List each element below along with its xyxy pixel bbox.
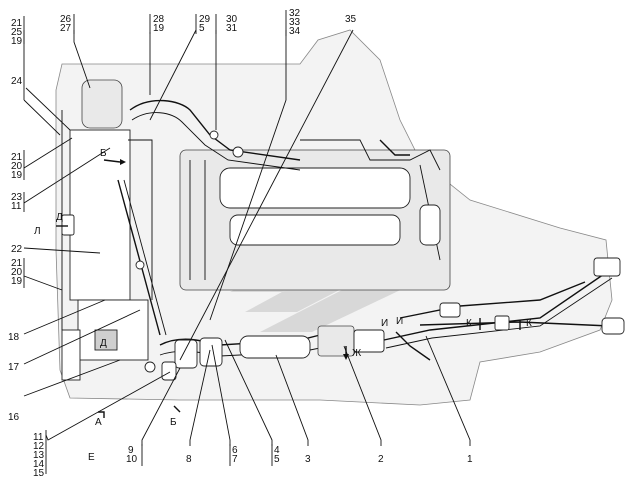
view-letter-i-2: И bbox=[396, 316, 403, 327]
view-letter-b-top: Б bbox=[100, 148, 107, 159]
callout-26: 26 bbox=[60, 14, 72, 25]
view-letter-k-2: К bbox=[526, 318, 532, 329]
view-letter-k-1: К bbox=[466, 318, 472, 329]
view-letter-b-bottom: Б bbox=[170, 417, 177, 428]
engine-block bbox=[179, 139, 451, 291]
upper-pipe bbox=[129, 99, 410, 171]
callout-35: 35 bbox=[345, 14, 357, 25]
view-arrows bbox=[56, 159, 521, 418]
view-letter-d: Д bbox=[56, 212, 63, 223]
view-letter-a: А bbox=[95, 417, 102, 428]
callout-11-a: 11 bbox=[11, 201, 22, 212]
callout-27: 27 bbox=[60, 23, 72, 34]
view-letter-zh: Ж bbox=[352, 348, 362, 359]
callout-23: 23 bbox=[11, 192, 23, 203]
callout-29: 29 bbox=[199, 14, 211, 25]
lower-pipes bbox=[144, 257, 625, 381]
callout-15: 15 bbox=[33, 468, 45, 479]
callout-21-a: 21 bbox=[11, 18, 23, 29]
view-letter-e: Е bbox=[88, 452, 95, 463]
radiator-stack bbox=[61, 79, 153, 381]
callout-18: 18 bbox=[8, 332, 20, 343]
callout-20-a: 20 bbox=[11, 161, 23, 172]
callout-17: 17 bbox=[8, 362, 20, 373]
callout-6: 6 bbox=[232, 445, 238, 456]
callout-22: 22 bbox=[11, 244, 23, 255]
callout-11-b: 11 bbox=[33, 432, 44, 443]
callout-3: 3 bbox=[305, 454, 311, 465]
callout-24: 24 bbox=[11, 76, 23, 87]
callout-33: 33 bbox=[289, 17, 301, 28]
callout-16: 16 bbox=[8, 412, 20, 423]
callouts-top: 21 25 19 26 27 28 19 29 5 30 31 32 33 34… bbox=[11, 8, 357, 47]
callout-8: 8 bbox=[186, 454, 192, 465]
callout-19-c: 19 bbox=[11, 170, 23, 181]
callout-1: 1 bbox=[467, 454, 473, 465]
view-letters: Б Л Д Д А Е Б Ж И И К К bbox=[34, 148, 532, 463]
arrow-b-top-icon bbox=[120, 159, 126, 165]
callout-12: 12 bbox=[33, 441, 45, 452]
callout-25: 25 bbox=[11, 27, 23, 38]
linkage bbox=[117, 179, 167, 336]
callout-5-a: 5 bbox=[199, 23, 205, 34]
callout-34: 34 bbox=[289, 26, 301, 37]
callout-30: 30 bbox=[226, 14, 238, 25]
callout-2: 2 bbox=[378, 454, 384, 465]
callout-19-d: 19 bbox=[11, 276, 23, 287]
callout-20-b: 20 bbox=[11, 267, 23, 278]
view-letter-l: Л bbox=[34, 226, 41, 237]
callout-4: 4 bbox=[274, 445, 280, 456]
callout-19-a: 19 bbox=[11, 36, 23, 47]
callout-19-b: 19 bbox=[153, 23, 165, 34]
arrow-zh-icon bbox=[343, 354, 349, 360]
callouts-bottom: 9 10 8 6 7 4 5 3 2 1 bbox=[126, 445, 473, 465]
leader-lines bbox=[23, 10, 471, 474]
callout-7: 7 bbox=[232, 454, 238, 465]
view-letter-d-box: Д bbox=[100, 338, 107, 349]
callout-14: 14 bbox=[33, 459, 45, 470]
callout-28: 28 bbox=[153, 14, 165, 25]
callout-13: 13 bbox=[33, 450, 45, 461]
callout-10: 10 bbox=[126, 454, 138, 465]
callout-31: 31 bbox=[226, 23, 238, 34]
callout-21-c: 21 bbox=[11, 258, 23, 269]
view-letter-i-1: И bbox=[381, 318, 388, 329]
callout-9: 9 bbox=[128, 445, 134, 456]
callouts-left: 24 21 20 19 23 11 22 21 20 19 18 17 16 1… bbox=[8, 76, 45, 479]
callout-21-b: 21 bbox=[11, 152, 23, 163]
callout-5-b: 5 bbox=[274, 454, 280, 465]
callout-32: 32 bbox=[289, 8, 301, 19]
